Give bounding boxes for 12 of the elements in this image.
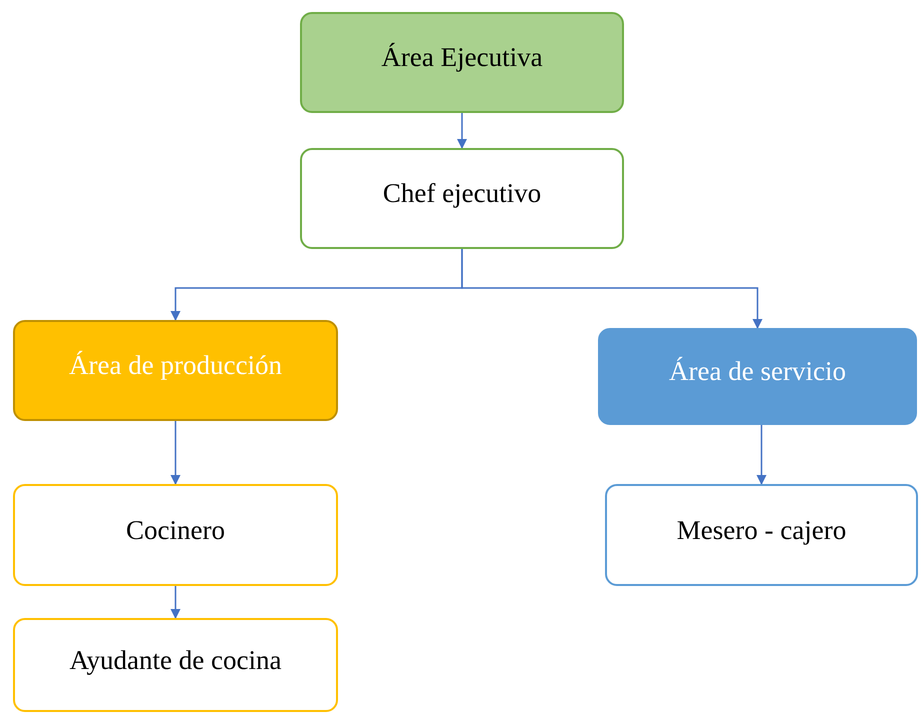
arrow xyxy=(461,249,762,329)
arrow xyxy=(457,113,467,149)
org-box: Área de servicio xyxy=(598,328,917,425)
org-box: Cocinero xyxy=(13,484,338,586)
org-box: Área Ejecutiva xyxy=(300,12,624,113)
org-box: Chef ejecutivo xyxy=(300,148,624,249)
arrow xyxy=(170,421,180,485)
org-box: Área de producción xyxy=(13,320,338,421)
org-box: Mesero - cajero xyxy=(605,484,918,586)
org-box: Ayudante de cocina xyxy=(13,618,338,712)
arrow xyxy=(170,586,180,619)
arrow xyxy=(756,425,766,485)
